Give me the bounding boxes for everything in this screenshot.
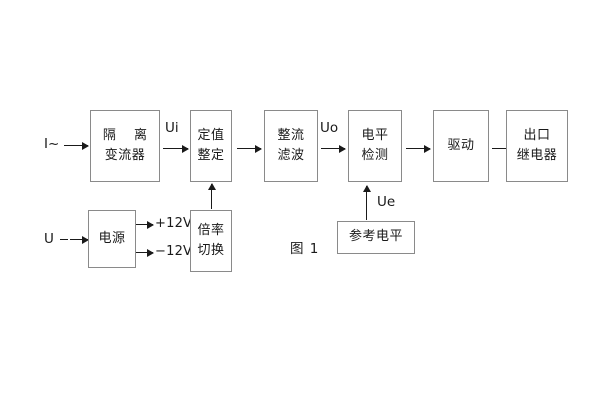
line-voltage-input-dash	[60, 239, 68, 240]
block-rectify-filter-line2: 滤波	[277, 148, 305, 163]
block-output-relay-line2: 继电器	[516, 148, 558, 163]
arrow-current-input-to-isolation	[64, 141, 89, 150]
block-reference-level: 参考电平	[337, 221, 415, 254]
block-power-supply-line1: 电源	[98, 230, 126, 246]
block-multiplier-switch-line2: 切换	[197, 243, 225, 258]
arrow-rectify-to-level-detect	[321, 144, 346, 153]
block-level-detect: 电平 检测	[348, 110, 402, 182]
block-multiplier-switch: 倍率 切换	[190, 210, 232, 272]
block-drive-line1: 驱动	[447, 137, 475, 153]
arrow-rail-positive	[136, 220, 154, 229]
block-level-detect-line1: 电平	[361, 127, 389, 143]
block-isolation-transformer: 隔 离 变流器	[90, 110, 160, 182]
block-rectify-filter-line1: 整流	[277, 127, 305, 143]
block-power-supply: 电源	[88, 210, 136, 268]
block-isolation-transformer-line1: 隔 离	[102, 127, 155, 143]
arrow-multiplier-to-setting	[207, 183, 216, 209]
block-reference-level-line1: 参考电平	[348, 229, 403, 245]
rail-positive-label: +12V	[155, 216, 193, 231]
block-rectify-filter: 整流 滤波	[264, 110, 318, 182]
block-output-relay-line1: 出口	[523, 127, 551, 143]
arrow-rail-negative	[136, 248, 154, 257]
arrow-isolation-to-setting	[163, 144, 189, 153]
arrow-reference-to-level-detect	[362, 185, 371, 220]
current-input-label: I~	[44, 136, 60, 152]
block-multiplier-switch-line1: 倍率	[197, 222, 225, 238]
arrow-setting-to-rectify	[237, 144, 262, 153]
block-drive: 驱动	[433, 110, 489, 182]
rail-negative-label: −12V	[155, 244, 193, 259]
block-setting-value-line1: 定值	[197, 127, 225, 143]
block-setting-value-line2: 整定	[197, 148, 225, 163]
figure-caption: 图 1	[290, 241, 320, 257]
block-isolation-transformer-line2: 变流器	[104, 148, 146, 163]
block-output-relay: 出口 继电器	[506, 110, 568, 182]
signal-label-ue: Ue	[377, 194, 396, 210]
signal-label-uo: Uo	[320, 120, 339, 136]
arrow-voltage-input-to-power-supply	[70, 235, 89, 244]
signal-label-ui: Ui	[165, 120, 179, 136]
voltage-input-label: U	[44, 231, 54, 247]
block-level-detect-line2: 检测	[361, 148, 389, 163]
block-setting-value: 定值 整定	[190, 110, 232, 182]
arrow-level-detect-to-drive	[406, 144, 431, 153]
